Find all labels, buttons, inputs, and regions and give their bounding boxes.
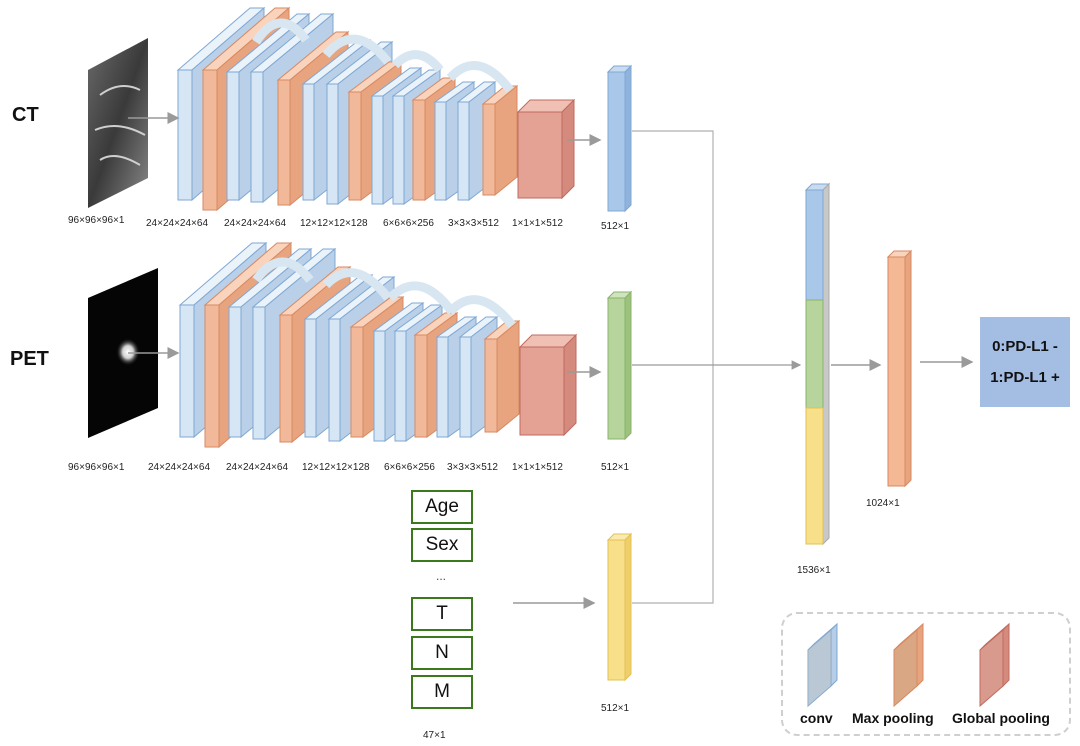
- ct-global-pool-layer: [516, 98, 576, 200]
- ct-input-image: [88, 38, 148, 208]
- fc-vector: [886, 249, 913, 488]
- output-class-1: 1:PD-L1 +: [990, 369, 1060, 386]
- clinical-box-age: Age: [411, 490, 473, 524]
- clinical-ellipsis: ...: [436, 569, 447, 583]
- pet-dim-label: 24×24×24×64: [226, 462, 289, 473]
- merge-lines: [632, 130, 802, 604]
- ct-cnn-stack: [176, 6, 576, 212]
- clinical-box-t: T: [411, 597, 473, 631]
- pet-feature-dim: 512×1: [601, 462, 630, 473]
- ct-dim-label: 96×96×96×1: [68, 215, 125, 226]
- legend-conv-swatch: [807, 622, 838, 708]
- fc-dim: 1024×1: [866, 498, 900, 509]
- pet-dim-label: 6×6×6×256: [384, 462, 435, 473]
- pet-skip-arrows: [252, 257, 516, 328]
- ct-dim-label: 3×3×3×512: [448, 218, 499, 229]
- ct-dim-label: 24×24×24×64: [224, 218, 287, 229]
- pet-dim-label: 12×12×12×128: [302, 462, 370, 473]
- legend-conv-label: conv: [800, 710, 833, 726]
- clinical-feature-vector: [606, 532, 633, 682]
- legend-max-pooling-label: Max pooling: [852, 710, 934, 726]
- output-box: 0:PD-L1 - 1:PD-L1 +: [980, 317, 1070, 407]
- ct-feature-dim: 512×1: [601, 221, 630, 232]
- ct-dim-label: 1×1×1×512: [512, 218, 563, 229]
- legend-global-pooling-label: Global pooling: [952, 710, 1050, 726]
- pet-dim-label: 1×1×1×512: [512, 462, 563, 473]
- pet-cnn-stack: [178, 241, 578, 449]
- ct-dim-label: 6×6×6×256: [383, 218, 434, 229]
- clinical-box-sex: Sex: [411, 528, 473, 562]
- pet-global-pool-layer: [518, 333, 578, 437]
- ct-dim-label: 24×24×24×64: [146, 218, 209, 229]
- pet-input-image: [88, 268, 158, 438]
- pet-feature-vector: [606, 290, 633, 441]
- ct-skip-arrows: [252, 18, 514, 93]
- ct-dim-label: 12×12×12×128: [300, 218, 368, 229]
- clinical-feature-dim: 512×1: [601, 703, 630, 714]
- pet-dim-label: 3×3×3×512: [447, 462, 498, 473]
- ct-max-pool-layer: [481, 84, 519, 197]
- pet-dim-label: 24×24×24×64: [148, 462, 211, 473]
- pet-dim-label: 96×96×96×1: [68, 462, 125, 473]
- clinical-box-m: M: [411, 675, 473, 709]
- clinical-input-dim: 47×1: [423, 730, 446, 741]
- legend: [781, 612, 1071, 736]
- pet-label: PET: [10, 348, 49, 370]
- concat-dim: 1536×1: [797, 565, 831, 576]
- output-class-0: 0:PD-L1 -: [992, 338, 1058, 355]
- pet-max-pool-layer: [483, 319, 521, 434]
- clinical-box-n: N: [411, 636, 473, 670]
- legend-pool-swatch: [893, 622, 924, 708]
- ct-label: CT: [12, 104, 39, 126]
- ct-feature-vector: [606, 64, 633, 213]
- concat-vector: [804, 182, 831, 546]
- legend-gpool-swatch: [979, 622, 1010, 708]
